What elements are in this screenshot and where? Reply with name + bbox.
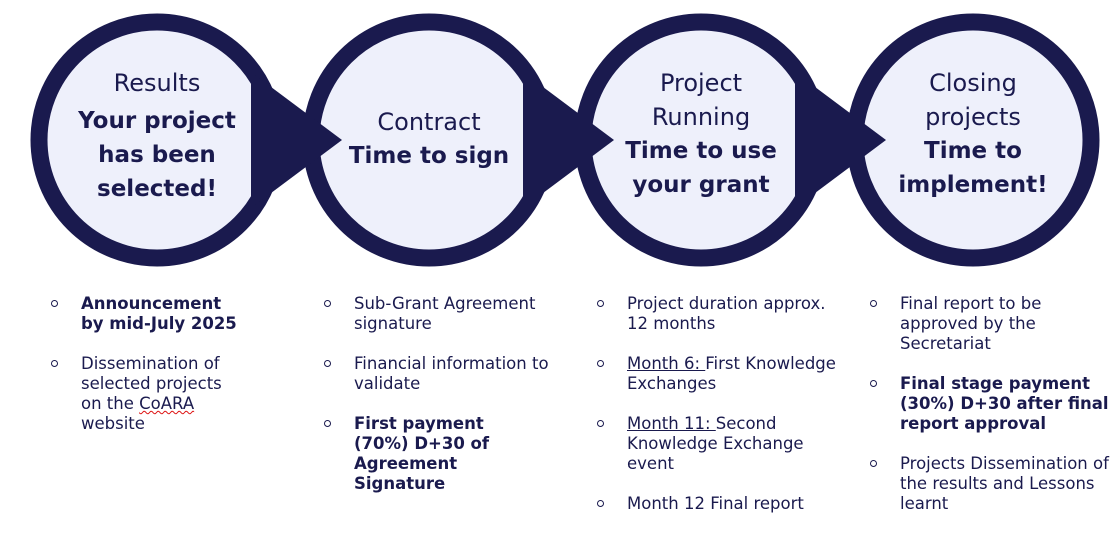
list-item: Final stage payment (30%) D+30 after fin… bbox=[870, 374, 1115, 434]
list-item: Announcement by mid-July 2025 bbox=[51, 294, 241, 334]
running-list: Project duration approx. 12 months Month… bbox=[597, 294, 837, 534]
list-item: Sub-Grant Agreement signature bbox=[324, 294, 559, 334]
list-item: Month 12 Final report bbox=[597, 494, 837, 514]
bullet-icon bbox=[597, 500, 604, 507]
closing-list: Final report to be approved by the Secre… bbox=[870, 294, 1115, 534]
stage-text-results: Results Your project has been selected! bbox=[42, 66, 272, 206]
bullet-icon bbox=[324, 420, 331, 427]
list-item: Month 6: First Knowledge Exchanges bbox=[597, 354, 837, 394]
stage-subtitle: Time to implement! bbox=[898, 138, 1048, 198]
stage-title: Closing projects bbox=[925, 69, 1021, 131]
stage-title: Contract bbox=[377, 108, 481, 136]
list-item: Dissemination of selected projects on th… bbox=[51, 354, 241, 434]
bullet-icon bbox=[870, 380, 877, 387]
list-item: Project duration approx. 12 months bbox=[597, 294, 837, 334]
bullet-icon bbox=[51, 300, 58, 307]
stage-title: Project Running bbox=[651, 69, 751, 131]
list-item: First payment (70%) D+30 of Agreement Si… bbox=[324, 414, 534, 494]
stage-title: Results bbox=[113, 69, 201, 97]
results-list: Announcement by mid-July 2025 Disseminat… bbox=[51, 294, 241, 454]
bullet-icon bbox=[870, 460, 877, 467]
arrow-2 bbox=[523, 72, 614, 208]
list-item: Projects Dissemination of the results an… bbox=[870, 454, 1115, 514]
list-item: Financial information to validate bbox=[324, 354, 559, 394]
bullet-icon bbox=[597, 420, 604, 427]
list-item: Final report to be approved by the Secre… bbox=[870, 294, 1060, 354]
stage-subtitle: Time to sign bbox=[348, 143, 510, 169]
list-item: Month 11: Second Knowledge Exchange even… bbox=[597, 414, 842, 474]
bullet-icon bbox=[597, 300, 604, 307]
stage-subtitle: Your project has been selected! bbox=[78, 108, 236, 202]
bullet-icon bbox=[324, 360, 331, 367]
arrow-3 bbox=[795, 72, 886, 208]
arrow-1 bbox=[251, 72, 342, 208]
bullet-icon bbox=[324, 300, 331, 307]
stage-text-contract: Contract Time to sign bbox=[314, 105, 544, 173]
bullet-icon bbox=[870, 300, 877, 307]
process-diagram bbox=[30, 13, 1100, 267]
stage-subtitle: Time to use your grant bbox=[625, 138, 777, 198]
contract-list: Sub-Grant Agreement signature Financial … bbox=[324, 294, 559, 514]
stage-text-closing: Closing projects Time to implement! bbox=[858, 66, 1088, 202]
bullet-icon bbox=[51, 360, 58, 367]
stage-text-running: Project Running Time to use your grant bbox=[586, 66, 816, 202]
bullet-icon bbox=[597, 360, 604, 367]
